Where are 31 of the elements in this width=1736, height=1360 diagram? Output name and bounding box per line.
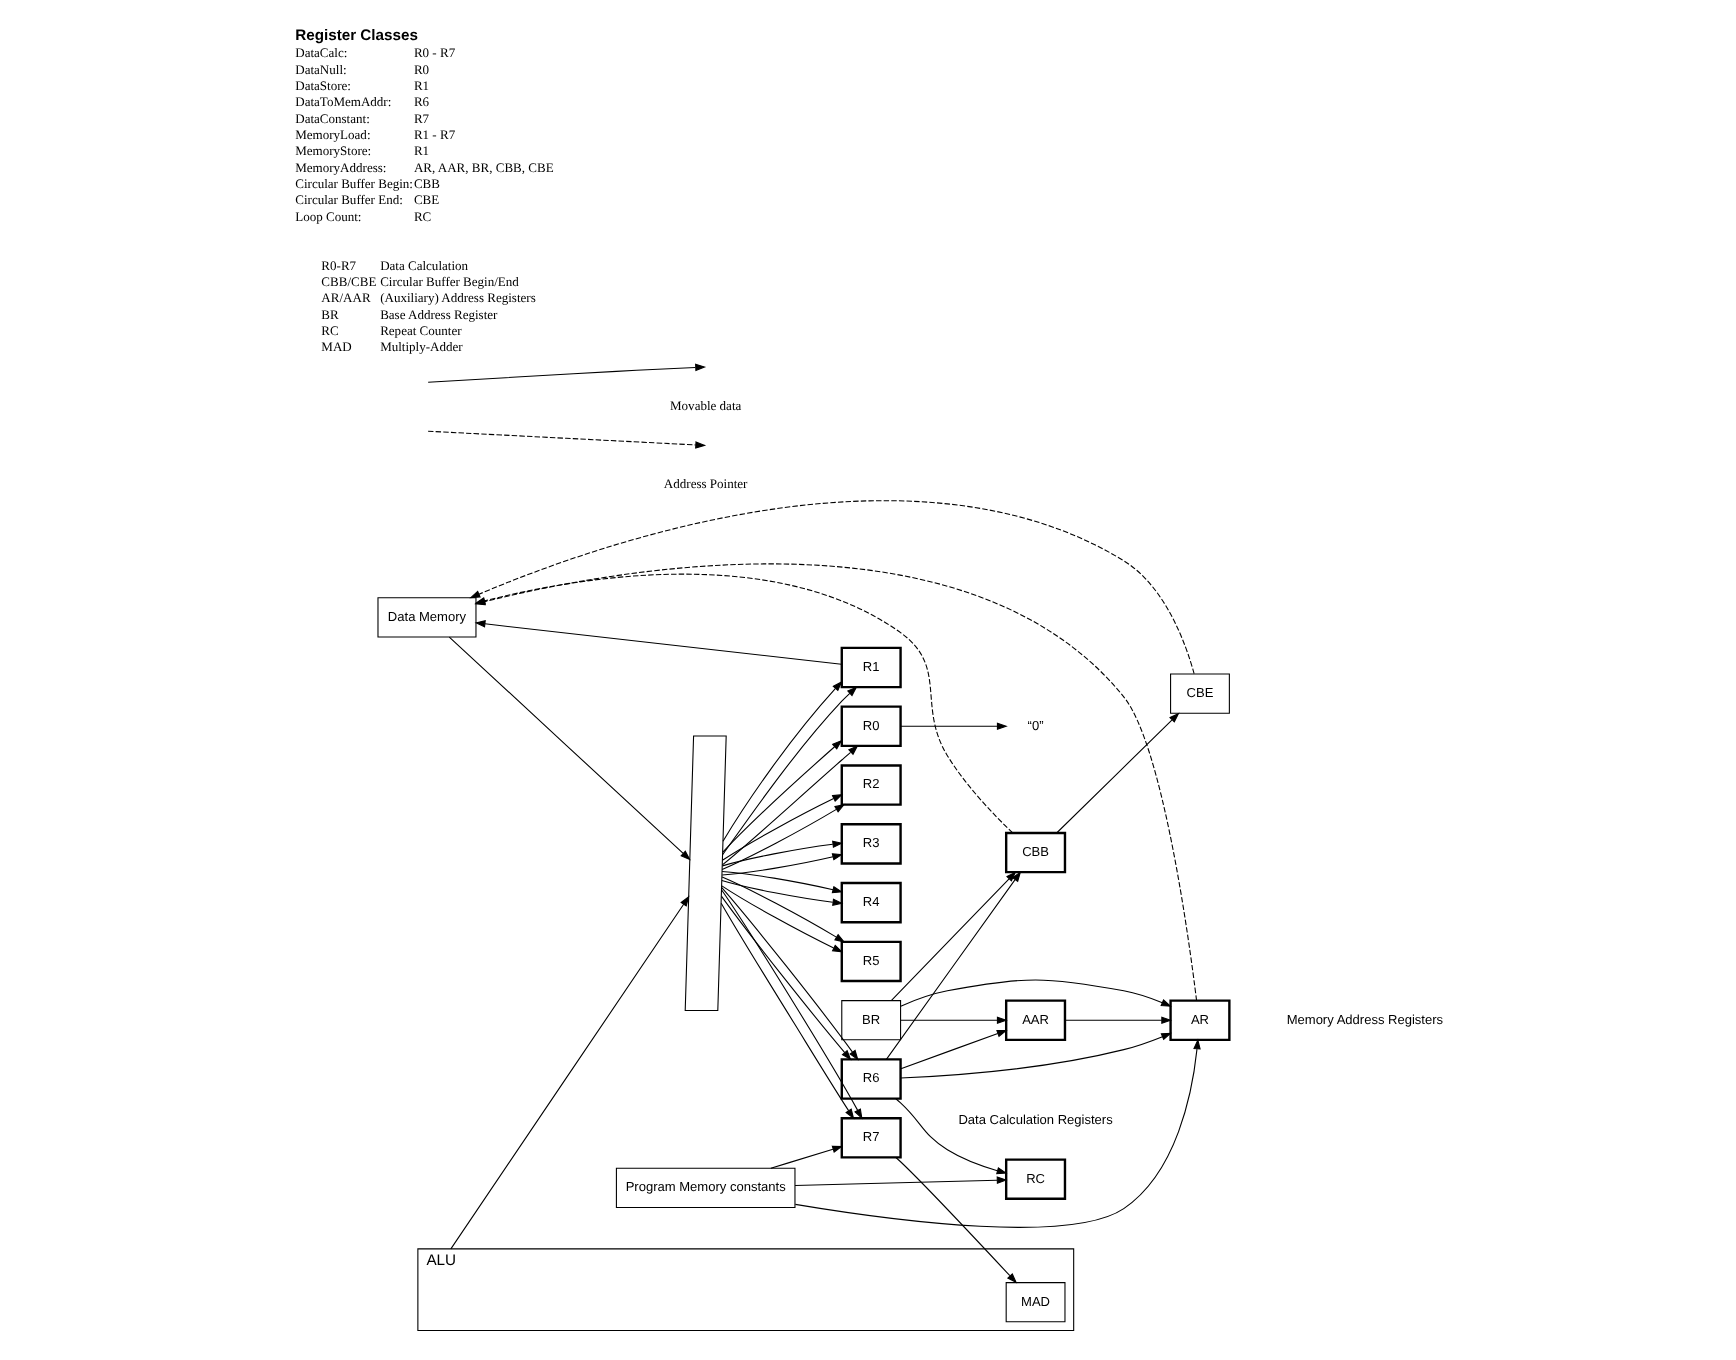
arrow bbox=[449, 895, 689, 1250]
arrow bbox=[720, 853, 843, 876]
arrow bbox=[447, 636, 690, 861]
arrow bbox=[769, 1145, 843, 1169]
arrow bbox=[884, 871, 1021, 1060]
arrow bbox=[720, 870, 843, 894]
arrow bbox=[468, 500, 1194, 675]
arrow bbox=[720, 885, 843, 953]
arrow bbox=[721, 686, 857, 856]
arrow bbox=[1055, 712, 1179, 834]
arrow bbox=[720, 744, 858, 866]
arrow bbox=[899, 1029, 1007, 1070]
arrow bbox=[889, 871, 1016, 1001]
arrow bbox=[793, 1038, 1200, 1228]
arrow bbox=[894, 1156, 1017, 1284]
arrow bbox=[899, 1016, 1007, 1025]
arrow bbox=[793, 1176, 1007, 1187]
arrow bbox=[894, 1098, 1007, 1175]
arrow bbox=[721, 680, 842, 842]
arrow bbox=[1063, 1016, 1172, 1025]
arrow bbox=[721, 739, 842, 853]
arrow bbox=[720, 840, 843, 867]
arrow bbox=[720, 876, 845, 943]
arrow bbox=[899, 722, 1007, 731]
arrow bbox=[473, 620, 841, 665]
node-parallelogram bbox=[683, 735, 726, 1011]
arrow bbox=[720, 879, 843, 906]
arrow bbox=[720, 803, 845, 870]
arrow bbox=[720, 793, 843, 861]
arrow bbox=[899, 979, 1171, 1007]
arrow bbox=[899, 1032, 1172, 1079]
